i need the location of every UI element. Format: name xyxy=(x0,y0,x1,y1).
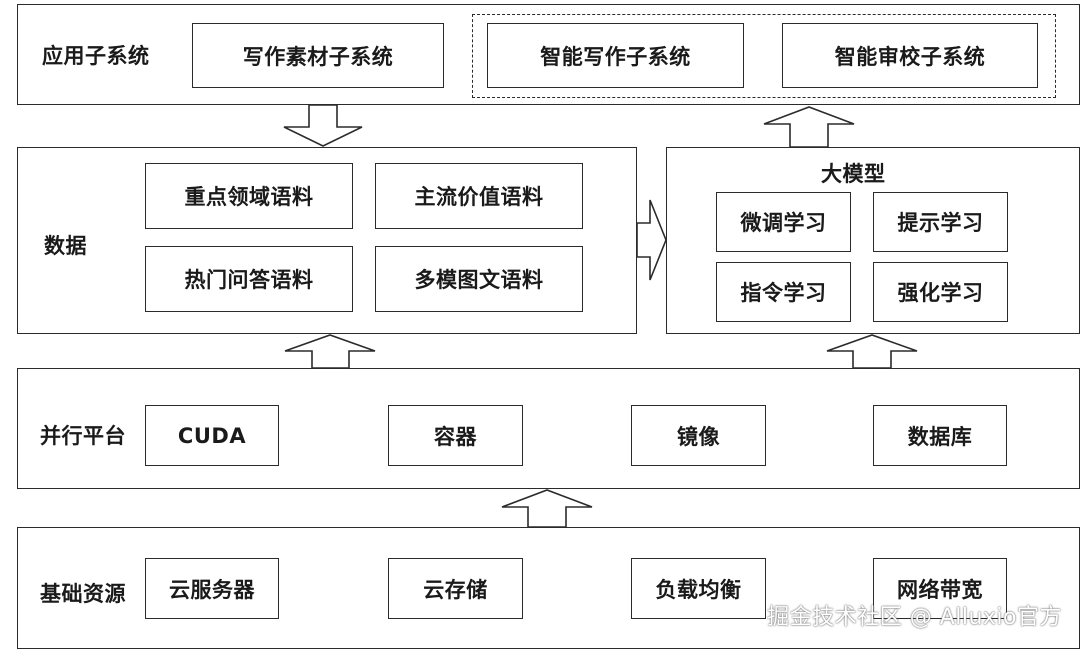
data-item-hot-qa-corpus: 热门问答语料 xyxy=(145,246,353,312)
model-layer-title: 大模型 xyxy=(821,162,886,186)
model-item-fine-tuning: 微调学习 xyxy=(716,192,851,252)
platform-item-container: 容器 xyxy=(388,405,523,466)
arrow-down-to-data xyxy=(283,104,363,147)
platform-item-database: 数据库 xyxy=(873,405,1007,466)
platform-item-cuda: CUDA xyxy=(145,405,279,466)
arrow-up-to-platform xyxy=(501,489,593,528)
arrow-up-to-data xyxy=(284,334,376,369)
infrastructure-label: 基础资源 xyxy=(40,582,126,606)
parallel-platform-label: 并行平台 xyxy=(40,424,126,448)
writing-material-subsystem: 写作素材子系统 xyxy=(192,23,444,88)
platform-item-image: 镜像 xyxy=(631,405,766,466)
model-item-instruction-learning: 指令学习 xyxy=(716,262,851,322)
infra-item-bandwidth: 网络带宽 xyxy=(873,558,1007,619)
arrow-up-to-model xyxy=(826,334,918,369)
model-item-reinforcement-learning: 强化学习 xyxy=(873,262,1008,322)
infra-item-load-balancing: 负载均衡 xyxy=(631,558,766,619)
arrow-right-to-model xyxy=(636,199,667,281)
smart-review-subsystem: 智能审校子系统 xyxy=(782,23,1038,88)
data-item-multimodal-corpus: 多模图文语料 xyxy=(375,246,583,312)
model-item-prompt-learning: 提示学习 xyxy=(873,192,1008,252)
data-item-key-domain-corpus: 重点领域语料 xyxy=(145,163,353,229)
arrow-up-to-smart-subsystems xyxy=(763,106,855,148)
smart-subsystems-group xyxy=(472,14,1056,98)
infra-item-cloud-storage: 云存储 xyxy=(388,558,523,619)
data-item-mainstream-values-corpus: 主流价值语料 xyxy=(375,163,583,229)
data-layer-label: 数据 xyxy=(44,234,87,258)
smart-writing-subsystem: 智能写作子系统 xyxy=(487,23,744,88)
application-layer-label: 应用子系统 xyxy=(42,44,150,68)
watermark-text: 掘金技术社区 @ Alluxio官方 xyxy=(767,605,1062,630)
infra-item-cloud-server: 云服务器 xyxy=(145,558,279,619)
